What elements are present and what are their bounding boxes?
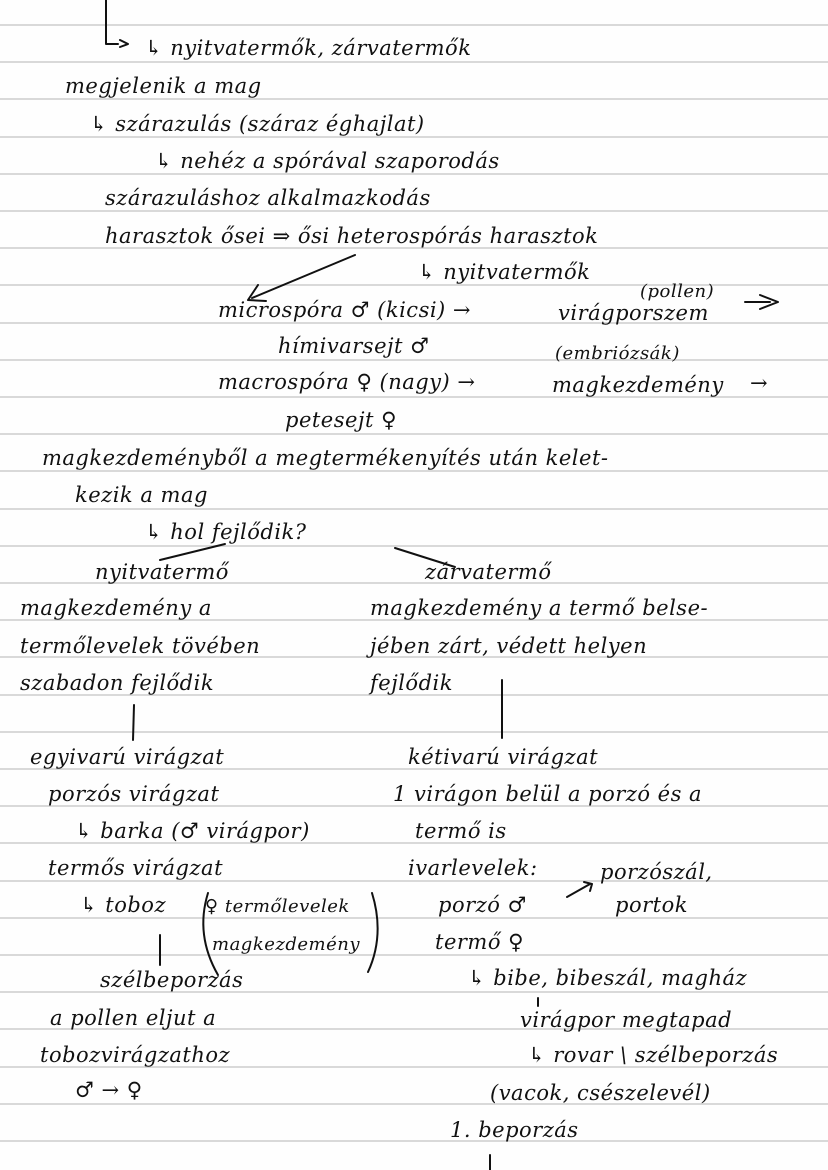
- text-line: megjelenik a mag: [65, 74, 262, 98]
- text-line: ↳ bibe, bibeszál, magház: [468, 966, 748, 990]
- rule-line: [0, 880, 828, 882]
- text-line: termőlevelek tövében: [20, 634, 261, 658]
- rule-line: [0, 210, 828, 212]
- text-line: petesejt ♀: [285, 408, 397, 432]
- text-line: ↳ toboz: [80, 893, 167, 917]
- text-line: virágpor megtapad: [520, 1008, 733, 1032]
- text-line: ♂ → ♀: [75, 1078, 143, 1102]
- rule-line: [0, 991, 828, 993]
- rule-line: [0, 1066, 828, 1068]
- column-heading: nyitvatermő: [95, 560, 229, 584]
- text-line: ↳ nyitvatermők: [418, 260, 591, 284]
- text-line: 1 virágon belül a porzó és a: [393, 782, 703, 806]
- rule-line: [0, 433, 828, 435]
- rule-line: [0, 805, 828, 807]
- text-line: (pollen): [640, 281, 715, 302]
- text-line: termős virágzat: [48, 856, 224, 880]
- rule-line: [0, 136, 828, 138]
- rule-line: [0, 61, 828, 63]
- text-line: porzószál,: [600, 860, 713, 884]
- text-line: szélbeporzás: [100, 968, 244, 992]
- rule-line: [0, 842, 828, 844]
- rule-line: [0, 508, 828, 510]
- text-line: porzós virágzat: [48, 782, 220, 806]
- rule-line: [0, 619, 828, 621]
- rule-line: [0, 656, 828, 658]
- text-line: magkezdemény a termő belse-: [370, 596, 709, 620]
- rule-line: [0, 694, 828, 696]
- text-line: tobozvirágzathoz: [40, 1043, 231, 1067]
- column-heading: zárvatermő: [425, 560, 552, 584]
- bracket-line: [105, 0, 119, 45]
- rule-line: [0, 1028, 828, 1030]
- text-line: termő ♀: [435, 930, 524, 954]
- arrow-right-icon: [744, 294, 779, 310]
- rule-line: [0, 247, 828, 249]
- text-line: szabadon fejlődik: [20, 671, 215, 695]
- text-line: jében zárt, védett helyen: [370, 634, 648, 658]
- rule-line: [0, 917, 828, 919]
- text-line: (vacok, csészelevél): [490, 1081, 711, 1105]
- text-line: ♀ termőlevelek: [205, 896, 350, 917]
- rule-line: [0, 1140, 828, 1142]
- text-line: 1. beporzás: [450, 1118, 579, 1142]
- text-line: virágporszem: [558, 301, 709, 325]
- diagonal-arrow: [251, 254, 356, 299]
- rule-line: [0, 322, 828, 324]
- text-line: ↳ hol fejlődik?: [145, 520, 307, 544]
- text-line: (embriózsák): [555, 343, 680, 364]
- rule-line: [0, 731, 828, 733]
- rule-line: [0, 359, 828, 361]
- text-line: kétivarú virágzat: [408, 745, 599, 769]
- rule-line: [0, 284, 828, 286]
- text-line: termő is: [415, 819, 507, 843]
- text-line: portok: [615, 893, 688, 917]
- text-line: magkezdemény: [212, 934, 361, 955]
- text-line: porzó ♂: [438, 893, 527, 917]
- text-line: magkezdemény: [552, 373, 724, 397]
- text-line: ivarlevelek:: [408, 856, 538, 880]
- text-line: ↳ barka (♂ virágpor): [75, 819, 310, 843]
- text-line: kezik a mag: [75, 483, 208, 507]
- rule-line: [0, 396, 828, 398]
- rule-line: [0, 954, 828, 956]
- rule-line: [0, 470, 828, 472]
- text-line: ↳ szárazulás (száraz éghajlat): [90, 112, 425, 136]
- text-line: fejlődik: [370, 671, 453, 695]
- rule-line: [0, 545, 828, 547]
- text-line: hímivarsejt ♂: [278, 334, 430, 358]
- rule-line: [0, 24, 828, 26]
- rule-line: [0, 173, 828, 175]
- text-line: →: [750, 371, 769, 395]
- arrow-head: [119, 39, 129, 48]
- paren-right: [367, 892, 379, 973]
- text-line: a pollen eljut a: [50, 1006, 217, 1030]
- text-line: ↳ rovar \ szélbeporzás: [528, 1043, 779, 1067]
- text-line: egyivarú virágzat: [30, 745, 225, 769]
- rule-line: [0, 582, 828, 584]
- text-line: macrospóra ♀ (nagy) →: [218, 370, 476, 394]
- text-line: szárazuláshoz alkalmazkodás: [105, 186, 431, 210]
- text-line: magkezdeményből a megtermékenyítés után …: [42, 446, 609, 470]
- text-line: magkezdemény a: [20, 596, 212, 620]
- text-line: ↳ nyitvatermők, zárvatermők: [145, 36, 472, 60]
- rule-line: [0, 768, 828, 770]
- rule-line: [0, 98, 828, 100]
- arrow-porzo: [566, 881, 593, 898]
- rule-line: [0, 1103, 828, 1105]
- text-line: ↳ nehéz a spórával szaporodás: [155, 149, 500, 173]
- text-line: harasztok ősei ⇒ ősi heterospórás harasz…: [105, 224, 599, 248]
- text-line: microspóra ♂ (kicsi) →: [218, 298, 472, 322]
- connector-left: [132, 704, 135, 741]
